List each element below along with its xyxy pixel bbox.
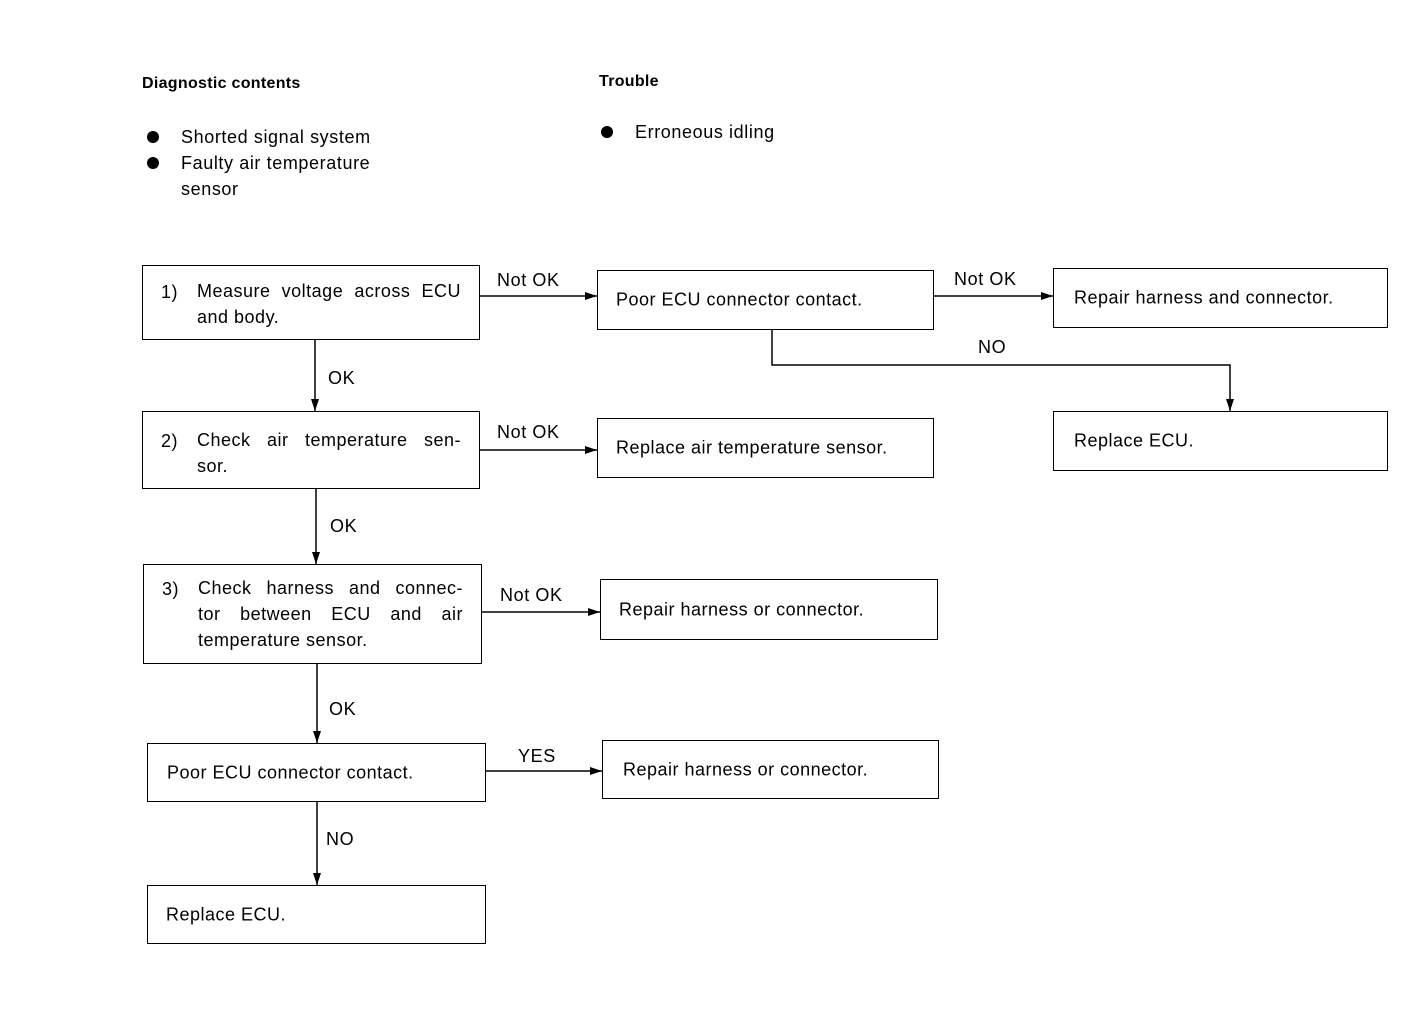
diagnostic-contents-title: Diagnostic contents [142, 75, 301, 92]
replace-sensor-box: Replace air temperature sensor. [597, 418, 934, 478]
step-text-line: temperature sensor. [198, 630, 368, 650]
step-number: 1) [161, 282, 179, 302]
box-text: Replace air temperature sensor. [616, 437, 888, 458]
diagnostic-item-text: Shorted signal system [181, 127, 371, 147]
step-text-line: tor between ECU and air [198, 604, 463, 624]
step-text-line: Check air temperature sen- [197, 430, 461, 450]
box-text: Repair harness or connector. [623, 759, 869, 779]
box-text: Repair harness and connector. [1074, 287, 1334, 308]
trouble-item-text: Erroneous idling [635, 122, 775, 142]
box-text: Poor ECU connector contact. [167, 762, 414, 782]
label-not-ok: Not OK [497, 270, 560, 290]
label-yes: YES [518, 746, 556, 766]
step-number: 3) [162, 579, 180, 599]
bullet-icon [147, 131, 159, 143]
step-text-line: Check harness and connec- [198, 578, 463, 598]
diagnostic-item-text: sensor [181, 179, 239, 199]
label-ok: OK [329, 699, 357, 719]
repair-harness-or-connector-yes-box: Repair harness or connector. [602, 740, 939, 799]
box-text: Replace ECU. [1074, 430, 1195, 451]
step-3-box: 3) Check harness and connec- tor between… [143, 564, 482, 664]
label-no: NO [978, 337, 1007, 357]
diagnostic-item-text: Faulty air temperature [181, 153, 371, 173]
replace-ecu-bottom-box: Replace ECU. [147, 885, 486, 944]
step-2-box: 2) Check air temperature sen- sor. [142, 411, 480, 489]
step-1-box: 1) Measure voltage across ECU and body. [142, 265, 480, 340]
step-text: Measure voltage across ECU and body. [197, 281, 461, 327]
poor-ecu-contact-bottom-box: Poor ECU connector contact. [147, 743, 486, 802]
arrow-poor-contact-no [771, 330, 1234, 411]
label-ok: OK [328, 368, 356, 388]
repair-harness-and-connector-box: Repair harness and connector. [1053, 268, 1388, 328]
label-not-ok: Not OK [497, 422, 560, 442]
poor-ecu-contact-box: Poor ECU connector contact. [597, 270, 934, 330]
step-number: 2) [161, 431, 179, 451]
trouble-title: Trouble [599, 73, 659, 90]
box-text: Repair harness or connector. [619, 599, 865, 619]
label-ok: OK [330, 516, 358, 536]
label-not-ok: Not OK [500, 585, 563, 605]
step-text-line: sor. [197, 456, 229, 476]
label-not-ok: Not OK [954, 269, 1017, 289]
label-no: NO [326, 829, 355, 849]
repair-harness-or-connector-box: Repair harness or connector. [600, 579, 938, 640]
box-text: Replace ECU. [166, 904, 287, 924]
bullet-icon [147, 157, 159, 169]
bullet-icon [601, 126, 613, 138]
replace-ecu-right-box: Replace ECU. [1053, 411, 1388, 471]
box-text: Poor ECU connector contact. [616, 289, 863, 310]
